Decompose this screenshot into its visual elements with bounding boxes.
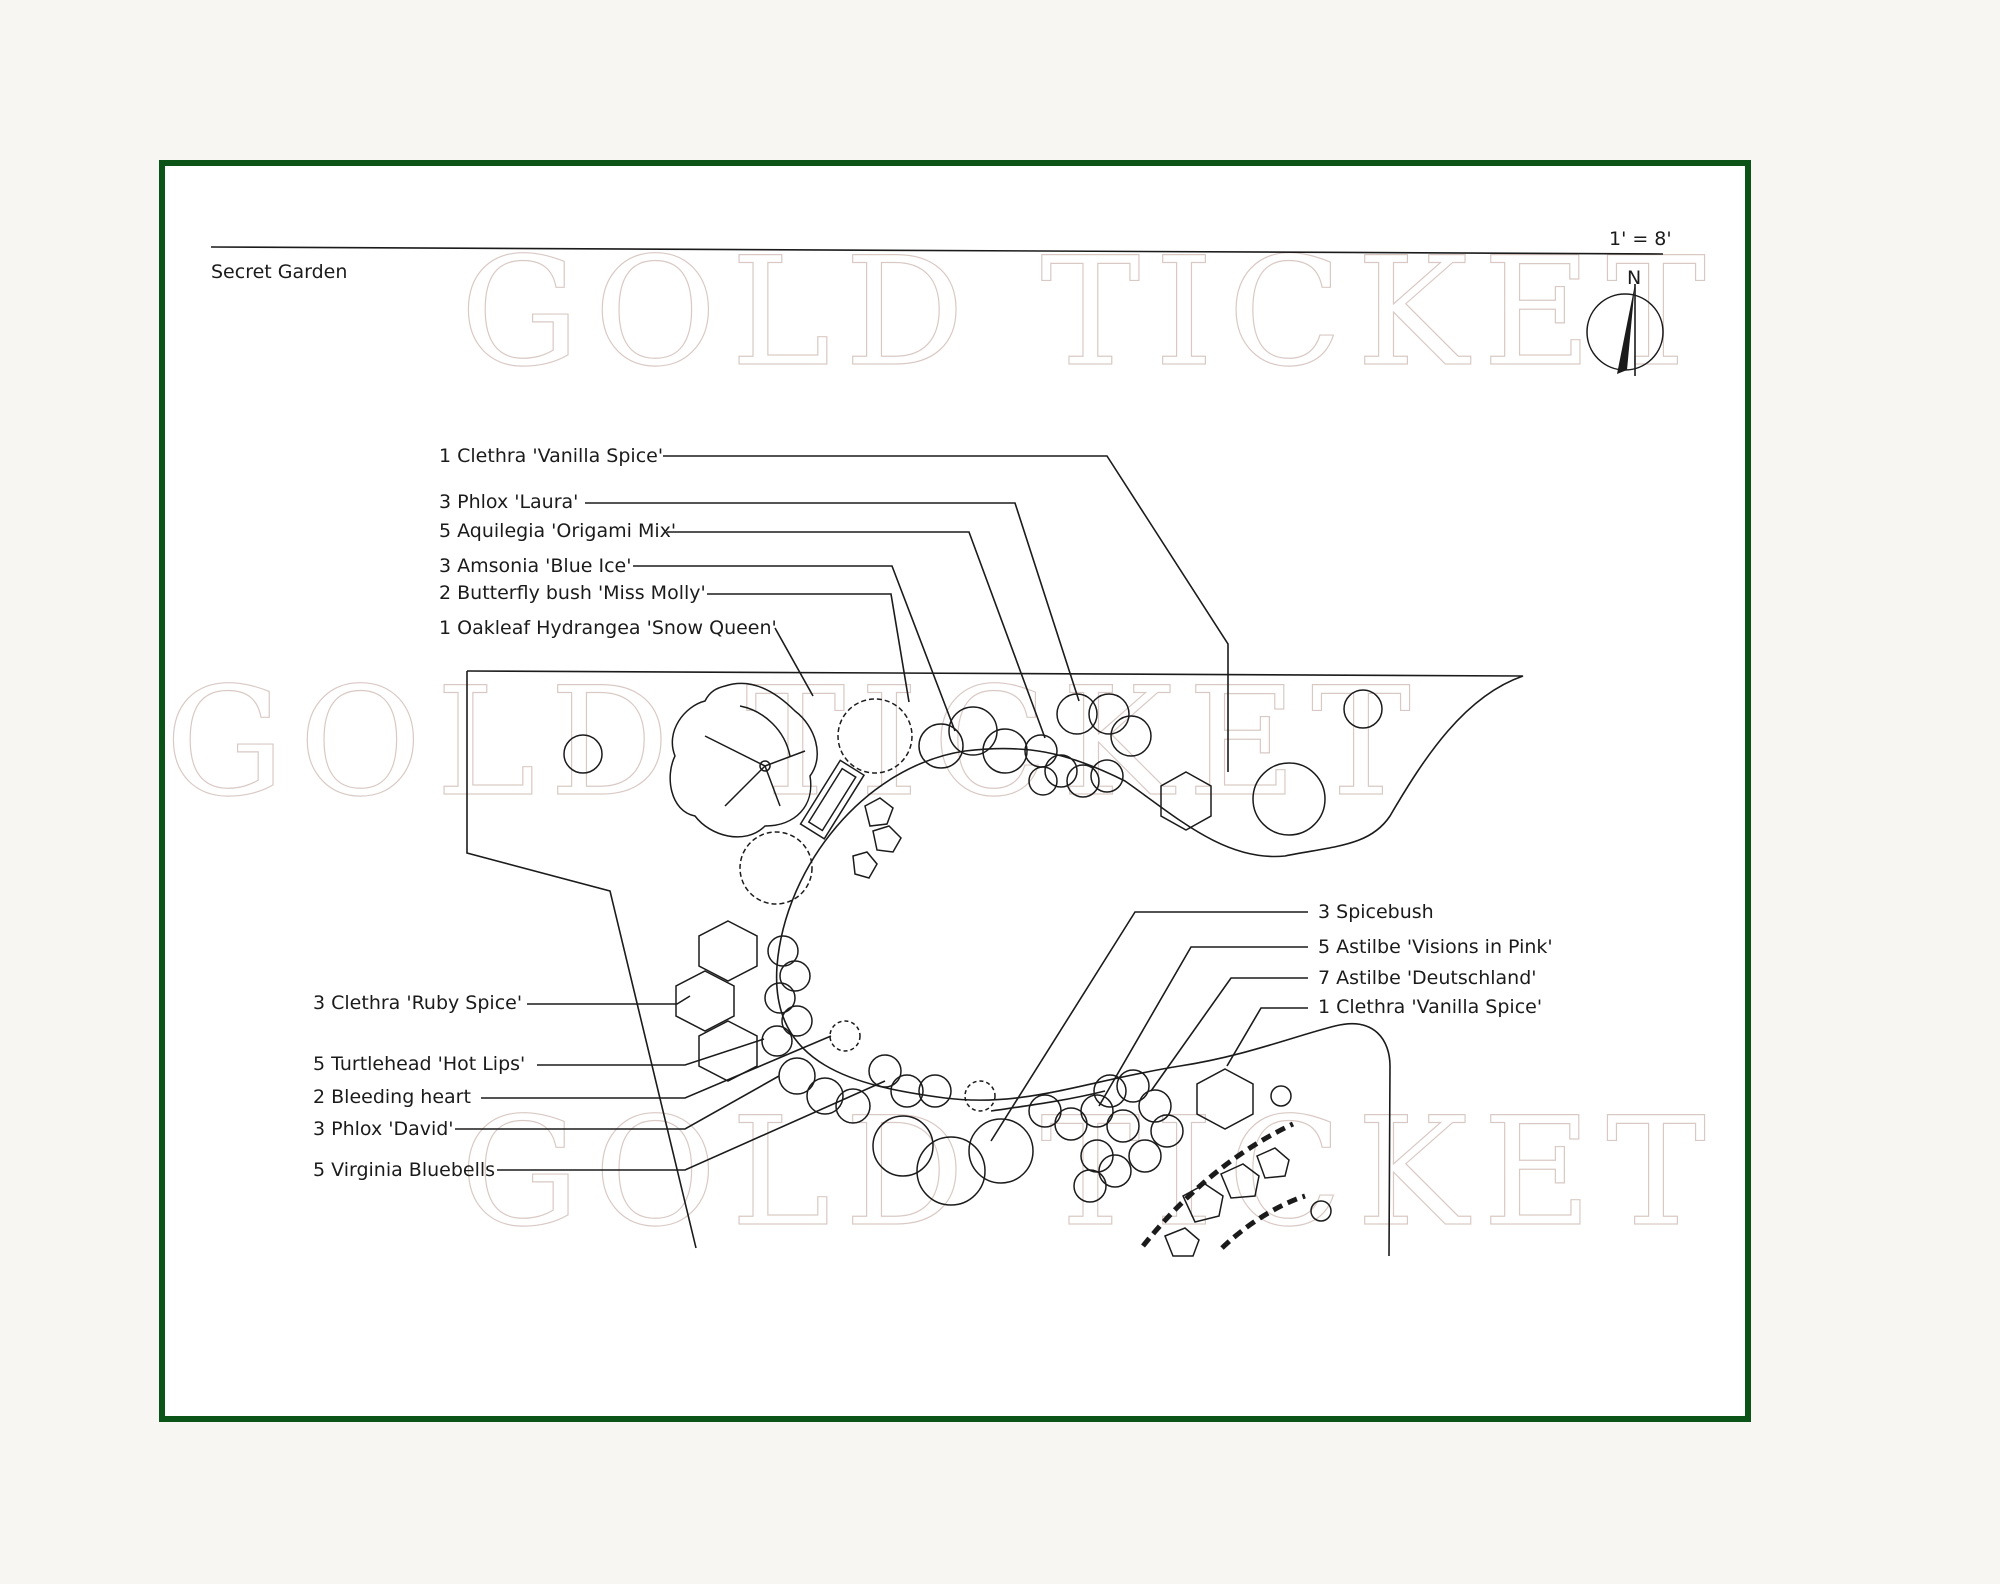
label-aquilegia: 5 Aquilegia 'Origami Mix' [439,520,676,542]
watermark-bottom: GOLD TICKET [460,1086,1720,1260]
label-amsonia: 3 Amsonia 'Blue Ice' [439,555,631,577]
rock-edging [1141,1121,1306,1250]
label-oakleaf-hydrangea: 1 Oakleaf Hydrangea 'Snow Queen' [439,617,777,639]
label-clethra-vanilla-spice-top: 1 Clethra 'Vanilla Spice' [439,445,663,467]
title-rule [210,246,1664,255]
aquilegia-symbol [1024,734,1124,798]
garden-plan: GOLD TICKET GOLD TICKET GOLD TICKET Secr… [165,225,1720,1260]
watermark-top: GOLD TICKET [460,226,1720,400]
right-labels: 3 Spicebush 5 Astilbe 'Visions in Pink' … [1318,901,1553,1018]
planting-symbols [563,682,1383,1257]
label-butterfly-bush: 2 Butterfly bush 'Miss Molly' [439,582,706,604]
label-astilbe-visions-in-pink: 5 Astilbe 'Visions in Pink' [1318,936,1553,958]
tree-circle-small [1343,689,1383,729]
virginia-bluebells-symbol [868,1054,952,1108]
astilbe-deutschland-symbol [1073,1069,1184,1203]
drawing-frame: GOLD TICKET GOLD TICKET GOLD TICKET Secr… [159,160,1751,1422]
bench-symbol [799,759,866,840]
label-bleeding-heart: 2 Bleeding heart [313,1086,471,1108]
watermarks: GOLD TICKET GOLD TICKET GOLD TICKET [165,225,1720,1260]
amsonia-symbol [918,706,1028,774]
label-turtlehead: 5 Turtlehead 'Hot Lips' [313,1053,525,1075]
bleeding-heart-symbol-2 [964,1080,996,1112]
stepping-stones-bench [852,797,902,879]
scale-label: 1' = 8' [1609,228,1672,250]
left-labels: 1 Clethra 'Vanilla Spice' 3 Phlox 'Laura… [313,445,777,1181]
site-outline [466,670,1524,1257]
label-virginia-bluebells: 5 Virginia Bluebells [313,1159,495,1181]
tree-circle-left [563,734,603,774]
watermark-middle: GOLD TICKET [165,656,1425,830]
clethra-ruby-symbol [675,920,758,1082]
astilbe-visions-symbol [1028,1074,1140,1143]
butterfly-bush-symbol [739,698,913,905]
plan-title: Secret Garden [211,261,347,283]
leader-lines [455,455,1308,1171]
north-arrow-icon: N [1586,267,1664,376]
label-spicebush: 3 Spicebush [1318,901,1434,923]
label-phlox-david: 3 Phlox 'David' [313,1118,454,1140]
turtlehead-symbol [761,935,813,1057]
spicebush-symbol [872,1115,1034,1206]
label-clethra-vanilla-spice-bottom: 1 Clethra 'Vanilla Spice' [1318,996,1542,1018]
clethra-bottom-symbol [1196,1068,1254,1130]
label-phlox-laura: 3 Phlox 'Laura' [439,491,578,513]
north-label: N [1627,267,1641,289]
label-clethra-ruby-spice: 3 Clethra 'Ruby Spice' [313,992,522,1014]
clethra-top-symbol [1160,771,1212,831]
hydrangea-symbol [669,682,818,838]
tree-circle-large [1252,762,1326,836]
label-astilbe-deutschland: 7 Astilbe 'Deutschland' [1318,967,1537,989]
bleeding-heart-symbol [829,1020,861,1052]
stepping-stones-path [1164,1147,1290,1257]
